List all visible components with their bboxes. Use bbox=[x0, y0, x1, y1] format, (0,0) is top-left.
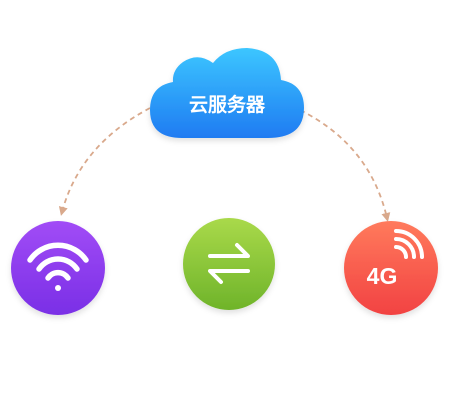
wifi-icon bbox=[27, 242, 89, 291]
switch-node-circle bbox=[183, 218, 275, 310]
cloud-server: 云服务器 bbox=[150, 48, 304, 138]
wifi-node bbox=[11, 221, 105, 315]
cellular-node bbox=[344, 221, 438, 315]
connector-left bbox=[58, 107, 151, 216]
cellular-signal-icon bbox=[394, 229, 424, 259]
switch-node bbox=[183, 218, 275, 310]
cellular-node-label: 4G bbox=[367, 263, 398, 289]
connector-right bbox=[299, 109, 391, 222]
swap-arrows-icon bbox=[208, 243, 250, 284]
cellular-node-circle bbox=[344, 221, 438, 315]
cloud-server-label: 云服务器 bbox=[189, 93, 266, 116]
wifi-node-circle bbox=[11, 221, 105, 315]
cloud-icon bbox=[150, 48, 304, 138]
